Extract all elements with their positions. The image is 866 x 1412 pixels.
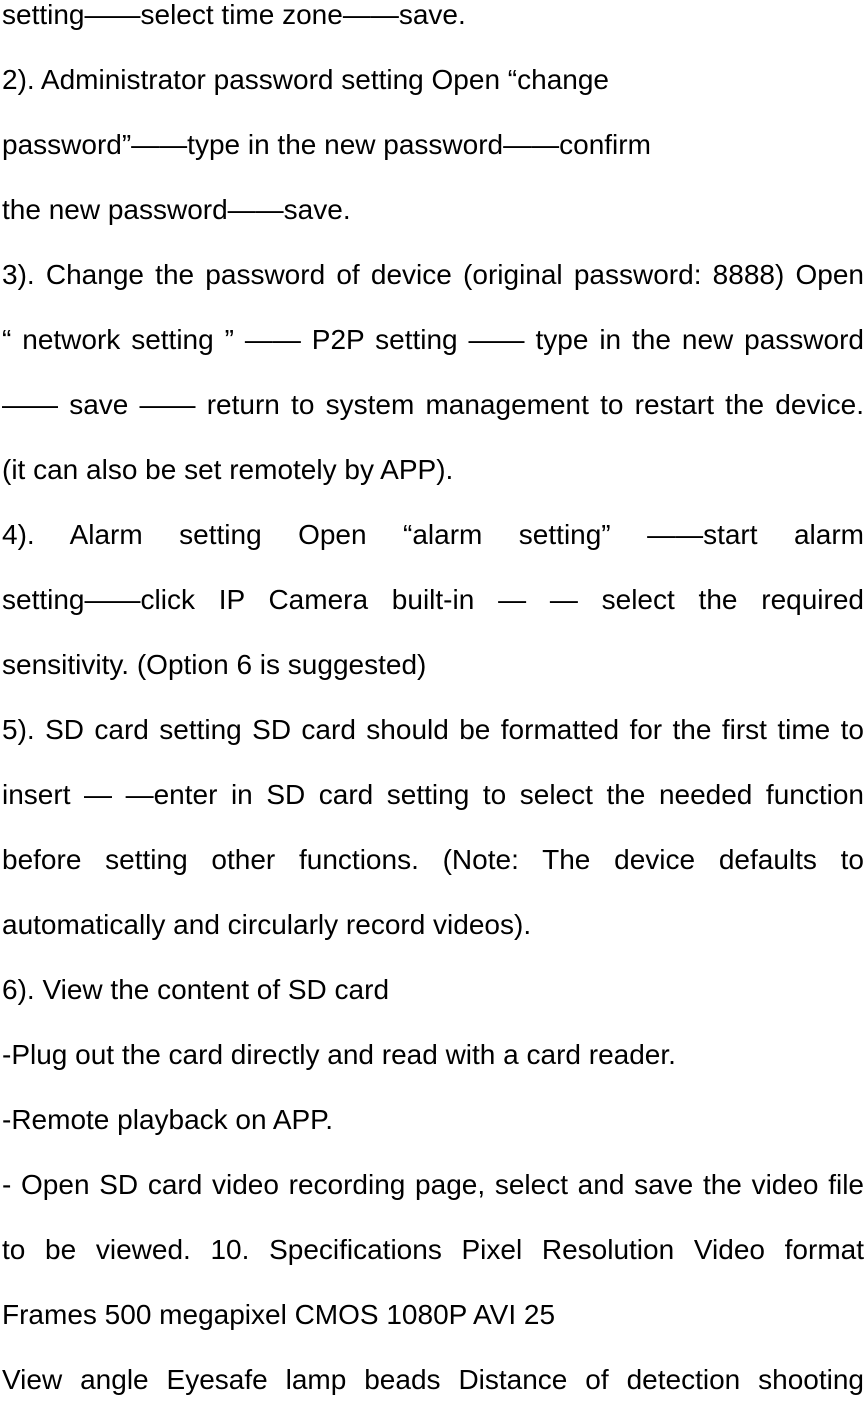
document-line: (it can also be set remotely by APP). (2, 454, 454, 485)
document-line: 6). View the content of SD card (2, 974, 390, 1005)
document-line: Frames 500 megapixel CMOS 1080P AVI 25 (2, 1299, 556, 1330)
document-line: - Open SD card video recording page, sel… (2, 1169, 864, 1200)
document-line: View angle Eyesafe lamp beads Distance o… (2, 1364, 864, 1395)
document-line: the new password——save. (2, 194, 351, 225)
document-line: setting——select time zone——save. (2, 0, 466, 30)
document-line: password”——type in the new password——con… (2, 129, 651, 160)
document-line: 5). SD card setting SD card should be fo… (2, 714, 864, 745)
document-line: 2). Administrator password setting Open … (2, 64, 609, 95)
document-line: -Plug out the card directly and read wit… (2, 1039, 676, 1070)
document-line: automatically and circularly record vide… (2, 909, 532, 940)
document-line: “ network setting ” —— P2P setting —— ty… (2, 324, 864, 355)
document-line: 3). Change the password of device (origi… (2, 259, 864, 290)
document-line: setting——click IP Camera built-in — — se… (2, 584, 864, 615)
document-line: 4). Alarm setting Open “alarm setting” —… (2, 519, 864, 550)
document-line: to be viewed. 10. Specifications Pixel R… (2, 1234, 864, 1265)
document-line: -Remote playback on APP. (2, 1104, 334, 1135)
document-line: sensitivity. (Option 6 is suggested) (2, 649, 427, 680)
document-line: before setting other functions. (Note: T… (2, 844, 864, 875)
document-line: insert — —enter in SD card setting to se… (2, 779, 864, 810)
document-line: —— save —— return to system management t… (2, 389, 864, 420)
